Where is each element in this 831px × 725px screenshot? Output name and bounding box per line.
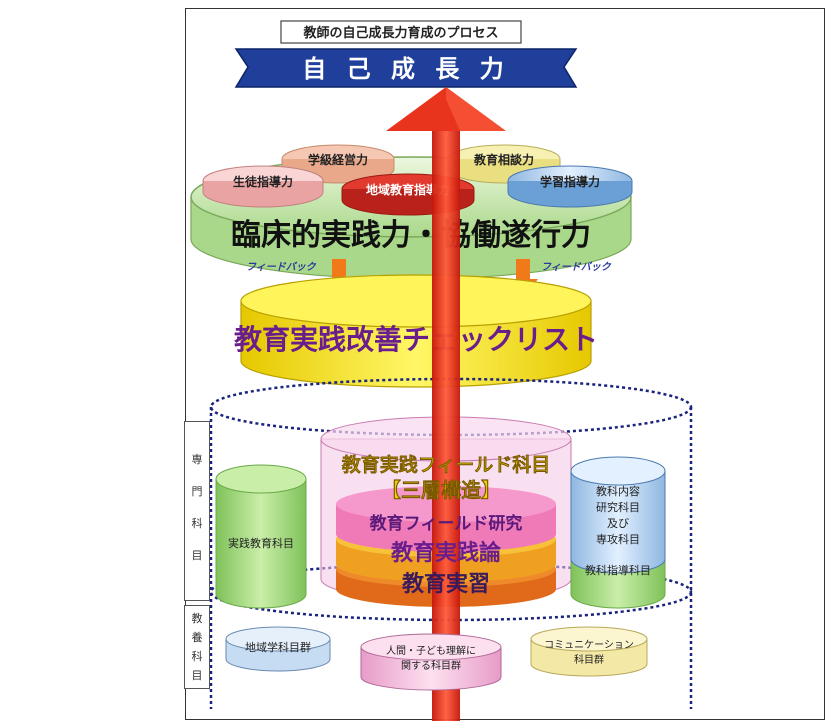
regional-studies-cylinder: 地域学科目群 (225, 626, 331, 672)
specialized-subjects-label: 専 門 科 目 (184, 421, 210, 601)
svg-text:科目群: 科目群 (574, 653, 604, 666)
checklist-label: 教育実践改善チェックリスト (234, 323, 598, 356)
svg-text:関する科目群: 関する科目群 (401, 659, 461, 672)
title-box (280, 20, 522, 44)
three-layer-label: 【三層構造】 (381, 478, 501, 502)
svg-text:地域教育指導力: 地域教育指導力 (366, 182, 450, 197)
competency-learning-guidance: 学習指導力 (507, 165, 633, 208)
layer-practicum: 教育実習 (402, 571, 490, 597)
svg-text:専攻科目: 専攻科目 (596, 532, 640, 546)
svg-text:フィードバック: フィードバック (246, 261, 317, 273)
svg-text:学級経営力: 学級経営力 (308, 152, 368, 167)
svg-text:教育相談力: 教育相談力 (473, 152, 534, 167)
checklist-cylinder: 教育実践改善チェックリスト (234, 274, 598, 388)
competency-student-guidance: 生徒指導力 (202, 165, 324, 208)
communication-cylinder: コミュニケーション 科目群 (530, 626, 648, 677)
diagram-frame: 教師の自己成長力育成のプロセス 自 己 成 長 力 臨床的実践力・協働遂行力 学… (184, 8, 825, 721)
subject-content-cylinder: 教科内容 研究科目 及び 専攻科目 教科指導科目 (570, 456, 666, 609)
svg-text:実践教育科目: 実践教育科目 (228, 536, 294, 550)
layer-practice-theory: 教育実践論 (391, 540, 502, 566)
svg-text:地域学科目群: 地域学科目群 (245, 640, 311, 654)
svg-text:学習指導力: 学習指導力 (540, 174, 600, 189)
svg-text:教科指導科目: 教科指導科目 (585, 563, 651, 577)
self-growth-banner (234, 48, 578, 88)
process-diagram-svg: 教師の自己成長力育成のプロセス 自 己 成 長 力 臨床的実践力・協働遂行力 学… (190, 20, 693, 721)
clinical-practice-label: 臨床的実践力・協働遂行力 (231, 218, 591, 253)
practical-education-cylinder: 実践教育科目 (215, 464, 307, 609)
svg-text:生徒指導力: 生徒指導力 (233, 174, 293, 189)
svg-text:教科内容: 教科内容 (596, 484, 640, 498)
svg-text:コミュニケーション: コミュニケーション (544, 639, 634, 651)
svg-text:及び: 及び (607, 517, 629, 530)
svg-text:研究科目: 研究科目 (596, 500, 640, 514)
human-understanding-cylinder: 人間・子ども理解に 関する科目群 (360, 633, 502, 691)
layer-field-research: 教育フィールド研究 (369, 513, 523, 534)
clinical-practice-ring-side (190, 196, 632, 280)
self-growth-label: 自 己 成 長 力 (302, 55, 509, 83)
svg-text:人間・子ども理解に: 人間・子ども理解に (386, 644, 476, 657)
svg-text:フィードバック: フィードバック (541, 261, 612, 273)
diagram-title: 教師の自己成長力育成のプロセス (302, 25, 498, 41)
growth-arrow (386, 87, 506, 721)
field-subjects-label: 教育実践フィールド科目 (342, 453, 551, 476)
liberal-arts-subjects-label: 教 養 科 目 (184, 605, 210, 689)
